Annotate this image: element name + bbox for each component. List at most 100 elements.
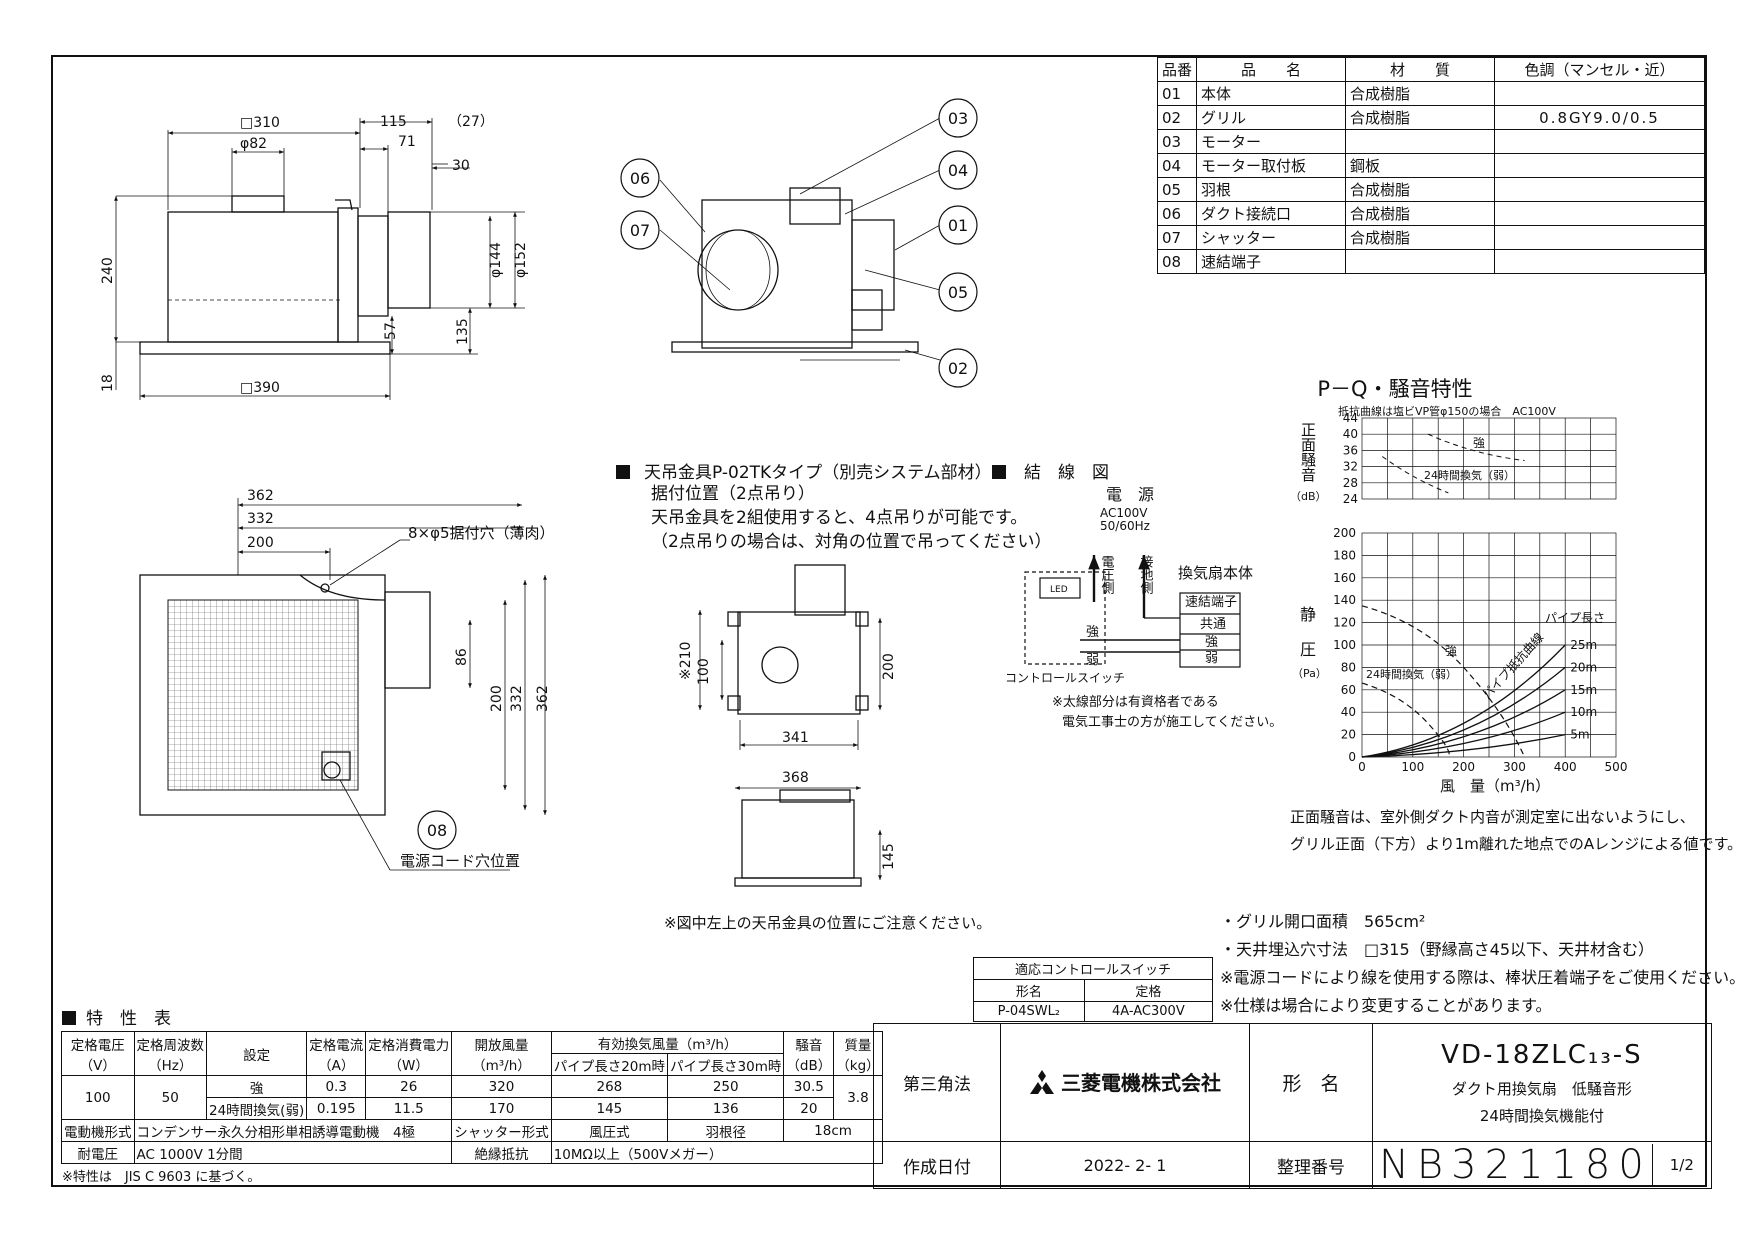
spec-table: 定格電圧（V） 定格周波数（Hz） 設定 定格電流（A） 定格消費電力（W） 開… — [61, 1031, 883, 1164]
pq-y-tick: 100 — [1333, 638, 1356, 652]
part-name: 羽根 — [1196, 177, 1347, 202]
dim-w310: □310 — [240, 115, 280, 131]
spec-h-power: 定格消費電力（W） — [365, 1031, 453, 1076]
pq-y-tick: 40 — [1341, 705, 1356, 719]
tb-desc2: 24時間換気機能付 — [1479, 1106, 1604, 1125]
parts-header-material: 材 質 — [1345, 57, 1496, 82]
hanger-title-text: 天吊金具P-02TKタイプ（別売システム部材） — [644, 463, 992, 483]
spec-withstand-value: AC 1000V 1分間 — [133, 1141, 453, 1164]
pq-y-tick: 140 — [1333, 593, 1356, 607]
pq-x-tick: 500 — [1605, 760, 1628, 774]
pq-x-tick: 400 — [1554, 760, 1577, 774]
dim-144: φ144 — [488, 242, 504, 278]
wiring-note2: 電気工事士の方が施工してください。 — [1062, 714, 1282, 730]
bullet-square — [992, 465, 1006, 479]
pipe-length-tick: 10m — [1570, 705, 1597, 719]
callout-04: 04 — [948, 161, 968, 180]
wiring-title-text: 結 線 図 — [1024, 463, 1109, 483]
bottom-view: 362 332 200 86 200 332 362 8×φ5据付穴（薄肉） 電… — [139, 488, 555, 871]
noise-tick: 44 — [1343, 411, 1358, 425]
spec-eff30: 136 — [667, 1097, 785, 1120]
spec-insulation-value: 10MΩ以上（500Vメガー） — [550, 1141, 883, 1164]
title-block: 第三角法 三菱電機株式会社 形 名 VD-18ZLC₁₃-S ダクト用換気扇 低… — [873, 1023, 1712, 1189]
ctrl-col-model: 形名 — [973, 979, 1085, 1002]
spec-insulation-label: 絶縁抵抗 — [451, 1141, 552, 1164]
pipe-resistance-curve — [1361, 644, 1566, 758]
dim-v362: 362 — [535, 685, 551, 712]
tb-sheet: 1/2 — [1651, 1144, 1711, 1186]
dim-71: 71 — [398, 134, 416, 150]
tb-number-cell: NB321180 1/2 — [1372, 1141, 1712, 1189]
spec-h-voltage: 定格電圧（V） — [61, 1031, 135, 1076]
dim-145: 145 — [881, 843, 897, 870]
noise-curve-weak — [1382, 456, 1449, 494]
wiring-voltage: AC100V — [1100, 506, 1148, 520]
pipe-length-tick: 20m — [1570, 660, 1597, 674]
spec-blade-label: 羽根径 — [667, 1119, 785, 1142]
pq-strong-label: 強 — [1445, 644, 1457, 658]
dim-368: 368 — [782, 770, 809, 786]
tb-company: 三菱電機株式会社 — [1000, 1023, 1250, 1142]
grille-profile — [139, 341, 391, 355]
side-view: □310 115 （27） φ82 71 30 240 φ144 φ152 13… — [100, 114, 529, 400]
company-name: 三菱電機株式会社 — [1061, 1070, 1221, 1095]
dim-362: 362 — [247, 488, 274, 504]
wiring-t-strong: 強 — [1205, 635, 1218, 650]
dim-152: φ152 — [513, 242, 529, 278]
wiring-freq: 50/60Hz — [1100, 519, 1150, 533]
spec-air: 170 — [451, 1097, 552, 1120]
dim-57: 57 — [383, 322, 399, 340]
callout-06: 06 — [630, 169, 650, 188]
pressure-unit: （Pa） — [1292, 667, 1327, 680]
part-no: 04 — [1156, 153, 1198, 178]
hanger-view: ※210 100 200 341 368 145 — [678, 564, 897, 887]
noise-unit: （dB） — [1290, 490, 1327, 503]
part-name: シャッター — [1196, 225, 1347, 250]
pipe-resistance-curve — [1361, 689, 1566, 758]
part-no: 05 — [1156, 177, 1198, 202]
part-material: 合成樹脂 — [1345, 225, 1496, 250]
dim-115: 115 — [380, 114, 407, 130]
tb-model-label: 形 名 — [1249, 1023, 1373, 1142]
wiring-t-common: 共通 — [1200, 617, 1226, 632]
tb-projection: 第三角法 — [873, 1023, 1001, 1142]
pipe-resistance-curve — [1361, 666, 1566, 758]
part-no: 07 — [1156, 225, 1198, 250]
part-color — [1494, 81, 1705, 106]
part-material: 合成樹脂 — [1345, 81, 1496, 106]
part-no: 02 — [1156, 105, 1198, 130]
dim-27: （27） — [448, 114, 494, 130]
spec-eff20: 145 — [550, 1097, 669, 1120]
tb-number-label: 整理番号 — [1249, 1141, 1373, 1189]
spec-blade-value: 18cm — [783, 1119, 883, 1142]
part-name: モーター — [1196, 129, 1347, 154]
pq-y-tick: 160 — [1333, 571, 1356, 585]
noise-tick: 32 — [1343, 460, 1358, 474]
pipe-length-label: パイプ長さ — [1545, 611, 1605, 625]
tb-number: NB321180 — [1379, 1142, 1652, 1188]
pq-curve-weak — [1361, 682, 1450, 758]
spec-eff30: 250 — [667, 1075, 785, 1098]
spec-h-setting: 設定 — [205, 1031, 308, 1076]
table-row: 100 50 強 0.3 26 320 268 250 30.5 3.8 — [61, 1075, 883, 1120]
pq-weak-label: 24時間換気（弱） — [1366, 667, 1457, 681]
dim-210: ※210 — [678, 642, 694, 680]
pipe-resistance-curve — [1361, 711, 1566, 758]
dim-135: 135 — [455, 318, 471, 345]
dim-82: φ82 — [240, 136, 267, 152]
spec-setting: 強 — [205, 1075, 308, 1098]
wiring-title: 結 線 図 — [992, 458, 1109, 483]
hanger-title: 天吊金具P-02TKタイプ（別売システム部材） — [616, 458, 992, 483]
mitsubishi-logo-icon — [1029, 1069, 1055, 1099]
wiring-t-weak: 弱 — [1205, 651, 1218, 666]
pq-y-tick: 0 — [1348, 750, 1356, 764]
pressure-label-1: 静 — [1300, 605, 1316, 624]
part-name: 速結端子 — [1196, 249, 1347, 274]
pressure-label-2: 圧 — [1300, 640, 1316, 659]
spec-current: 0.195 — [306, 1097, 367, 1120]
note-grille-area: ・グリル開口面積 565cm² — [1220, 912, 1426, 931]
